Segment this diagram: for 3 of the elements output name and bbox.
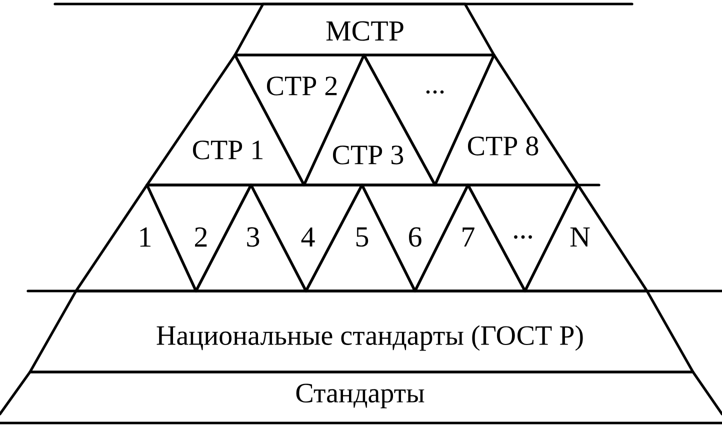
pyramid-tier: МСТР	[234, 2, 496, 56]
pyramid-tier: Стандарты	[0, 370, 722, 424]
pyramid-tier: Национальные стандарты (ГОСТ Р)	[28, 290, 694, 374]
